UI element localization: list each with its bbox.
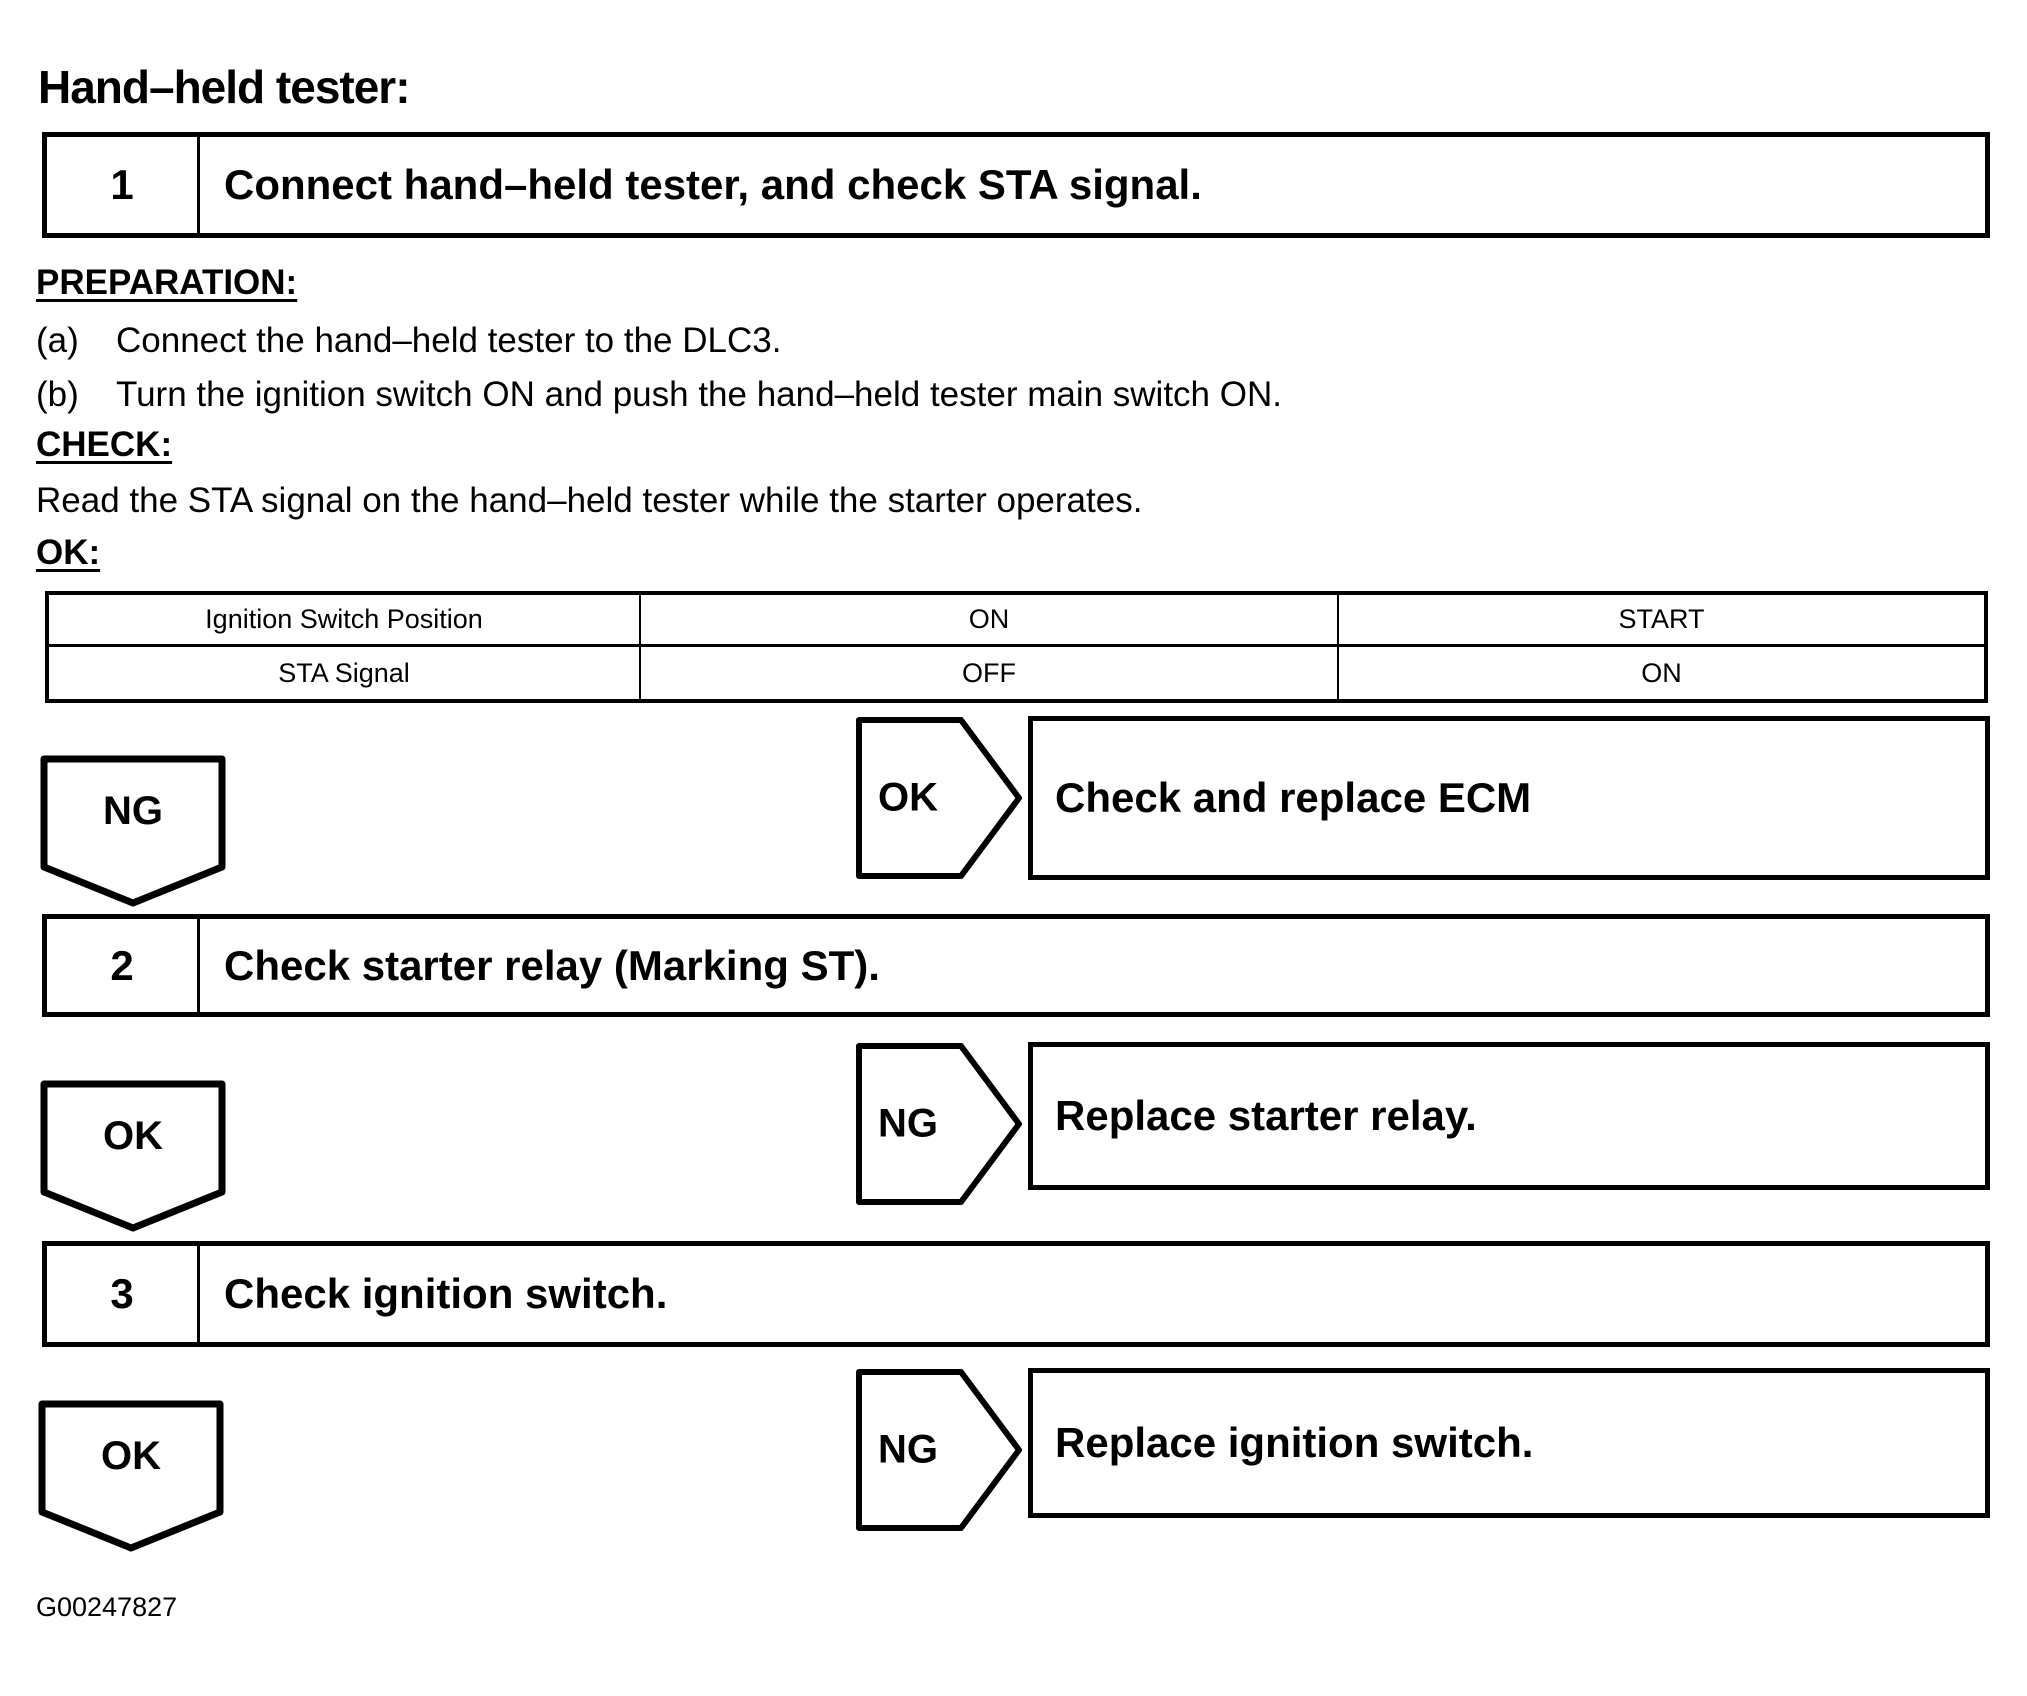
branch2-right-connector: NG bbox=[855, 1042, 1023, 1206]
ok-heading: OK: bbox=[36, 533, 101, 572]
step-2-number: 2 bbox=[47, 919, 200, 1012]
branch1-right-connector: OK bbox=[855, 716, 1023, 880]
branch2-action-box: Replace starter relay. bbox=[1028, 1042, 1990, 1190]
preparation-item-b: (b) Turn the ignition switch ON and push… bbox=[36, 374, 1282, 416]
preparation-item-b-text: Turn the ignition switch ON and push the… bbox=[116, 375, 1282, 414]
step-1-number: 1 bbox=[47, 137, 200, 233]
branch1-right-label: OK bbox=[878, 775, 938, 820]
table-cell-row1-col2: ON bbox=[641, 595, 1339, 647]
branch1-action-box: Check and replace ECM bbox=[1028, 716, 1990, 880]
step-2-box: 2 Check starter relay (Marking ST). bbox=[42, 914, 1990, 1017]
pentagon-right-icon bbox=[856, 717, 1022, 879]
preparation-item-a-label: (a) bbox=[36, 321, 79, 360]
branch3-down-connector: OK bbox=[38, 1400, 224, 1552]
step-3-box: 3 Check ignition switch. bbox=[42, 1241, 1990, 1347]
branch1-down-connector: NG bbox=[40, 755, 226, 907]
preparation-item-a-text: Connect the hand–held tester to the DLC3… bbox=[116, 321, 782, 360]
step-2-label: Check starter relay (Marking ST). bbox=[224, 941, 880, 989]
branch2-down-label: OK bbox=[103, 1114, 163, 1158]
branch2-right-label: NG bbox=[878, 1101, 938, 1146]
branch1-down-label: NG bbox=[103, 789, 163, 833]
step-3-number: 3 bbox=[47, 1246, 200, 1342]
step-1-label: Connect hand–held tester, and check STA … bbox=[224, 161, 1202, 208]
preparation-item-b-label: (b) bbox=[36, 375, 79, 414]
page-title: Hand–held tester: bbox=[38, 61, 411, 113]
signal-table: Ignition Switch Position ON START STA Si… bbox=[45, 591, 1988, 703]
branch3-right-connector: NG bbox=[855, 1368, 1023, 1532]
pentagon-right-icon bbox=[856, 1043, 1022, 1205]
preparation-item-a: (a) Connect the hand–held tester to the … bbox=[36, 320, 781, 362]
branch3-right-label: NG bbox=[878, 1427, 938, 1472]
pentagon-down-icon bbox=[40, 755, 226, 907]
check-text: Read the STA signal on the hand–held tes… bbox=[36, 481, 1143, 520]
pentagon-down-icon bbox=[40, 1080, 226, 1232]
branch3-action-box: Replace ignition switch. bbox=[1028, 1368, 1990, 1518]
table-cell-row2-col2: OFF bbox=[641, 647, 1339, 699]
branch3-down-label: OK bbox=[101, 1434, 161, 1478]
check-heading: CHECK: bbox=[36, 425, 173, 464]
step-1-box: 1 Connect hand–held tester, and check ST… bbox=[42, 132, 1990, 238]
branch2-down-connector: OK bbox=[40, 1080, 226, 1232]
figure-id: G00247827 bbox=[36, 1592, 178, 1622]
table-cell-row2-col1: STA Signal bbox=[49, 647, 641, 699]
table-cell-row1-col1: Ignition Switch Position bbox=[49, 595, 641, 647]
pentagon-down-icon bbox=[38, 1400, 224, 1552]
preparation-heading: PREPARATION: bbox=[36, 263, 298, 302]
table-cell-row2-col3: ON bbox=[1641, 657, 1682, 688]
table-cell-row1-col3: START bbox=[1339, 595, 1984, 647]
pentagon-right-icon bbox=[856, 1369, 1022, 1531]
step-3-label: Check ignition switch. bbox=[224, 1270, 668, 1317]
